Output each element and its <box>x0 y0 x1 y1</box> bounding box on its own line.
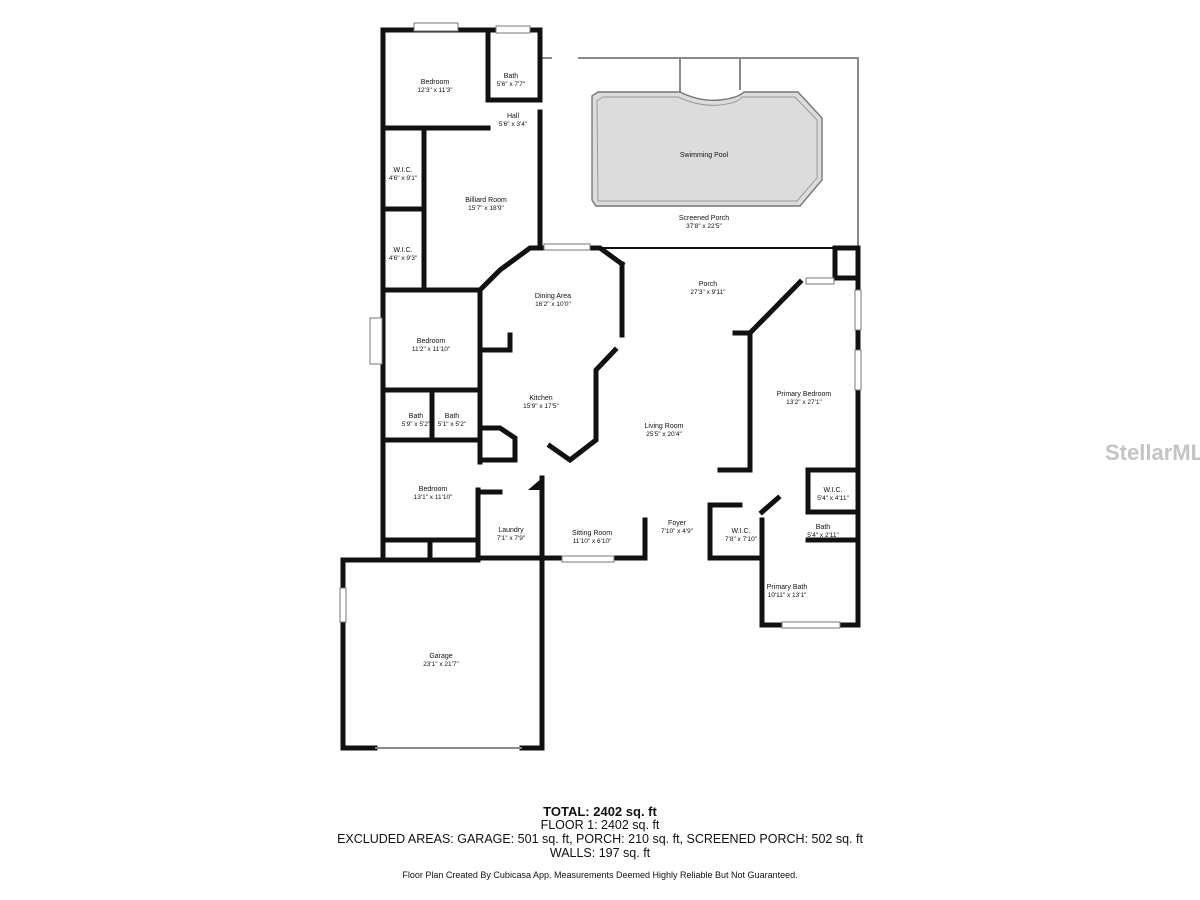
room-dims-bedroom-3: 13'1" x 11'10" <box>414 494 453 501</box>
room-dims-billiard: 15'7" x 18'9" <box>468 205 504 212</box>
swimming-pool <box>591 91 823 207</box>
room-dims-wic-1: 4'6" x 9'1" <box>389 175 418 182</box>
room-dims-bath-1: 5'6" x 7'7" <box>497 81 526 88</box>
room-name-screened-porch: Screened Porch <box>679 215 729 222</box>
room-name-dining: Dining Area <box>535 293 571 300</box>
room-dims-sitting: 11'10" x 6'10" <box>573 538 612 545</box>
room-name-garage: Garage <box>429 653 452 660</box>
walls <box>340 27 861 751</box>
room-dims-screened-porch: 37'8" x 22'5" <box>686 223 722 230</box>
room-name-bath-1: Bath <box>504 73 519 80</box>
room-name-kitchen: Kitchen <box>529 395 552 402</box>
room-name-primary-bedroom: Primary Bedroom <box>777 391 832 398</box>
room-dims-primary-bath: 10'11" x 13'1" <box>768 592 807 599</box>
room-name-wic-4: W.I.C. <box>731 528 750 535</box>
room-name-living: Living Room <box>645 423 684 430</box>
walls-area: WALLS: 197 sq. ft <box>549 846 651 860</box>
room-name-wic-1: W.I.C. <box>393 167 412 174</box>
room-name-foyer: Foyer <box>668 520 687 527</box>
disclaimer: Floor Plan Created By Cubicasa App. Meas… <box>402 870 798 880</box>
room-name-bath-4: Bath <box>816 524 831 531</box>
watermark: StellarMLS <box>1105 440 1200 465</box>
room-dims-garage: 23'1" x 21'7" <box>423 661 459 668</box>
room-dims-laundry: 7'1" x 7'9" <box>497 535 526 542</box>
room-name-hall: Hall <box>507 113 520 120</box>
room-dims-wic-2: 4'6" x 9'3" <box>389 255 418 262</box>
room-dims-living: 25'5" x 20'4" <box>646 431 682 438</box>
room-dims-dining: 16'2" x 10'0" <box>535 301 571 308</box>
floor1-area: FLOOR 1: 2402 sq. ft <box>540 818 660 832</box>
room-name-bedroom-3: Bedroom <box>419 486 448 493</box>
room-name-wic-2: W.I.C. <box>393 247 412 254</box>
room-labels: Bedroom 12'3" x 11'3" Bath 5'6" x 7'7" H… <box>389 73 850 668</box>
room-name-bedroom-2: Bedroom <box>417 338 446 345</box>
room-name-primary-bath: Primary Bath <box>767 584 808 591</box>
room-name-billiard: Billiard Room <box>465 197 507 204</box>
room-dims-bath-2: 5'9" x 5'2" <box>402 421 431 428</box>
room-name-laundry: Laundry <box>498 527 524 534</box>
room-dims-primary-bedroom: 13'2" x 27'1" <box>786 399 822 406</box>
room-dims-wic-4: 7'8" x 7'10" <box>725 536 758 543</box>
room-dims-bath-3: 5'1" x 5'2" <box>438 421 467 428</box>
total-area: TOTAL: 2402 sq. ft <box>543 804 657 819</box>
room-name-sitting: Sitting Room <box>572 530 612 537</box>
windows <box>339 22 862 749</box>
room-dims-kitchen: 15'9" x 17'5" <box>523 403 559 410</box>
room-dims-bedroom-1: 12'3" x 11'3" <box>417 87 453 94</box>
room-name-bath-2: Bath <box>409 413 424 420</box>
room-name-porch: Porch <box>699 281 717 288</box>
room-name-wic-3: W.I.C. <box>823 487 842 494</box>
room-name-pool: Swimming Pool <box>680 152 729 159</box>
excluded-areas: EXCLUDED AREAS: GARAGE: 501 sq. ft, PORC… <box>337 832 863 846</box>
room-name-bath-3: Bath <box>445 413 460 420</box>
room-dims-porch: 27'3" x 9'11" <box>690 289 726 296</box>
room-dims-wic-3: 5'4" x 4'11" <box>817 495 849 502</box>
room-dims-bath-4: 5'4" x 2'11" <box>807 532 839 539</box>
room-dims-bedroom-2: 11'2" x 11'10" <box>412 346 451 353</box>
room-dims-hall: 5'6" x 3'4" <box>499 121 528 128</box>
room-dims-foyer: 7'10" x 4'9" <box>661 528 694 535</box>
room-name-bedroom-1: Bedroom <box>421 79 450 86</box>
